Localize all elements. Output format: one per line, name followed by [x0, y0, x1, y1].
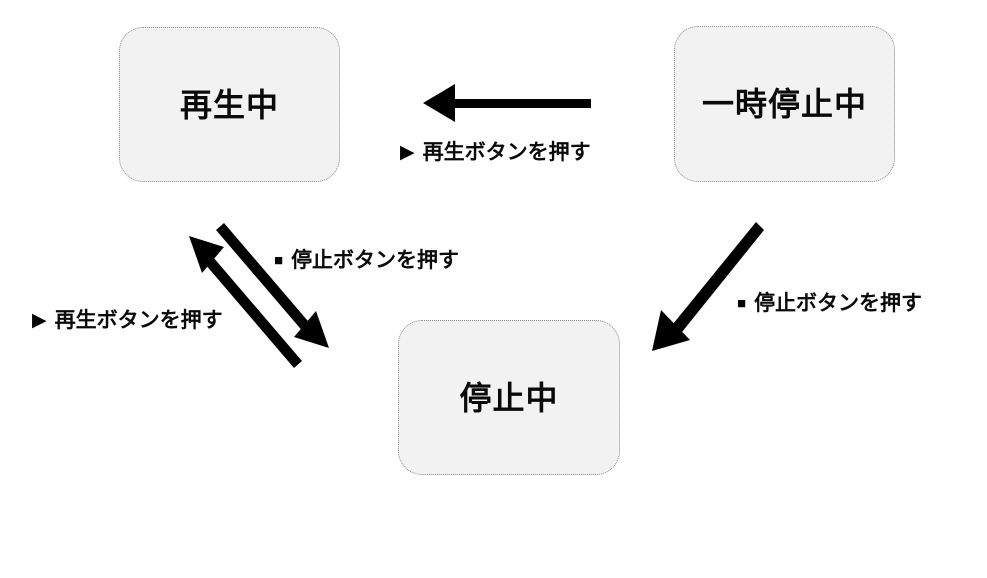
- state-node-paused[interactable]: 一時停止中: [674, 26, 895, 182]
- transition-label-paused-to-playing: ▶ 再生ボタンを押す: [400, 142, 591, 163]
- state-node-playing[interactable]: 再生中: [119, 27, 340, 182]
- transition-label-playing-to-stopped: ■ 停止ボタンを押す: [274, 250, 459, 271]
- transition-label-stopped-to-playing: ▶ 再生ボタンを押す: [32, 310, 223, 331]
- stop-square-marker: ■: [737, 295, 747, 312]
- state-node-stopped[interactable]: 停止中: [398, 320, 620, 475]
- state-label-paused: 一時停止中: [701, 86, 867, 122]
- play-triangle-marker: ▶: [400, 142, 415, 163]
- state-label-stopped: 停止中: [459, 379, 559, 416]
- transition-label-text: 再生ボタンを押す: [422, 141, 591, 164]
- transition-label-text: 再生ボタンを押す: [54, 309, 223, 332]
- transition-label-paused-to-stopped: ■ 停止ボタンを押す: [737, 293, 922, 314]
- play-triangle-marker: ▶: [32, 310, 47, 331]
- arrow-paused-to-playing: [423, 84, 591, 122]
- transition-label-text: 停止ボタンを押す: [291, 249, 460, 272]
- stop-square-marker: ■: [274, 252, 284, 269]
- arrow-paused-to-stopped: [652, 222, 764, 351]
- transition-label-text: 停止ボタンを押す: [754, 292, 923, 315]
- state-label-playing: 再生中: [179, 86, 279, 123]
- arrow-playing-to-stopped: [216, 223, 329, 348]
